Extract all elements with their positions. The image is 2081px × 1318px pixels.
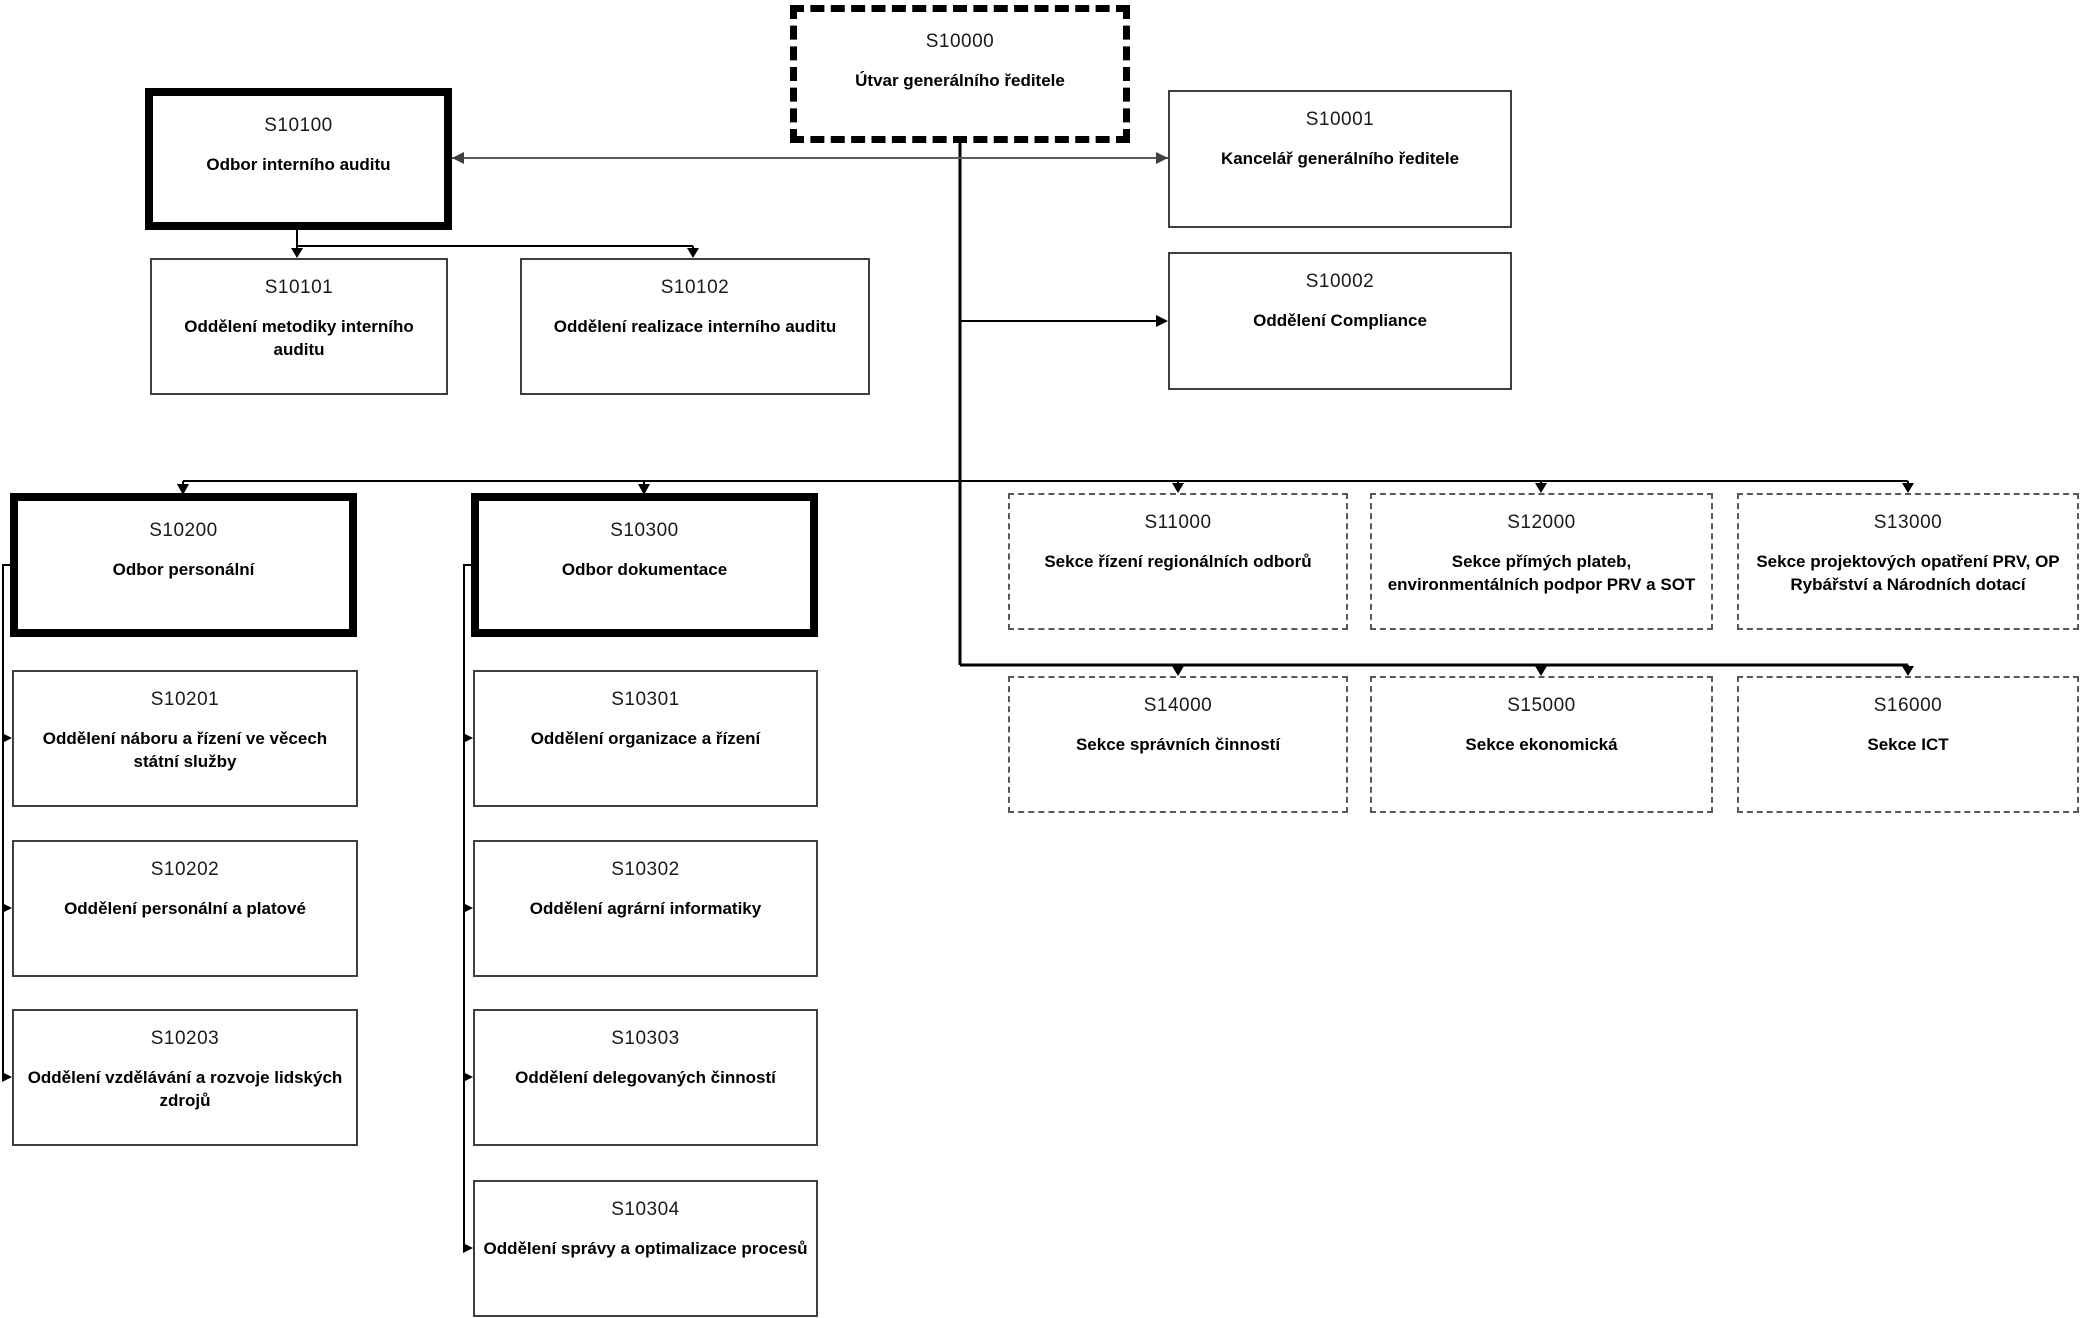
- org-label: Kancelář generálního ředitele: [1220, 149, 1460, 168]
- org-box-S10200: S10200 Odbor personální: [10, 493, 357, 637]
- org-label: Oddělení realizace interního auditu: [553, 317, 837, 336]
- org-code: S10302: [611, 859, 680, 880]
- arrow-down-icon: [1172, 483, 1184, 493]
- org-label: Sekce řízení regionálních odborů: [1044, 552, 1312, 571]
- org-label: Sekce ekonomická: [1465, 735, 1618, 754]
- org-box-S12000: S12000 Sekce přímých plateb, environment…: [1370, 493, 1713, 630]
- arrow-right-icon: [2, 1072, 12, 1082]
- org-code: S10000: [925, 31, 995, 52]
- org-box-S10000: S10000 Útvar generálního ředitele: [790, 5, 1130, 143]
- org-box-S13000: S13000 Sekce projektových opatření PRV, …: [1737, 493, 2079, 630]
- arrow-down-icon: [638, 484, 650, 495]
- org-code: S10300: [610, 520, 679, 541]
- org-label: Útvar generálního ředitele: [855, 71, 1065, 90]
- org-label: Oddělení organizace a řízení: [530, 729, 761, 748]
- org-code: S10102: [660, 277, 730, 298]
- arrow-down-icon: [291, 248, 303, 258]
- org-label: Oddělení vzdělávání a rozvoje lidských z…: [27, 1068, 343, 1110]
- org-label: Sekce projektových opatření PRV, OP Rybá…: [1756, 552, 2060, 594]
- org-box-S10102: S10102 Oddělení realizace interního audi…: [520, 258, 870, 395]
- org-code: S10301: [611, 689, 680, 710]
- org-box-S11000: S11000 Sekce řízení regionálních odborů: [1008, 493, 1348, 630]
- org-label: Sekce ICT: [1867, 735, 1949, 754]
- org-box-S10203: S10203 Oddělení vzdělávání a rozvoje lid…: [12, 1009, 358, 1146]
- org-code: S10200: [149, 520, 218, 541]
- arrow-right-icon: [2, 733, 12, 743]
- arrow-right-icon: [2, 903, 12, 913]
- org-code: S10303: [611, 1028, 680, 1049]
- org-code: S12000: [1507, 512, 1576, 533]
- arrow-right-icon: [463, 903, 473, 913]
- org-label: Oddělení personální a platové: [64, 899, 306, 918]
- org-label: Oddělení agrární informatiky: [529, 899, 762, 918]
- org-box-S10302: S10302 Oddělení agrární informatiky: [473, 840, 818, 977]
- org-box-S14000: S14000 Sekce správních činností: [1008, 676, 1348, 813]
- org-label: Oddělení správy a optimalizace procesů: [483, 1239, 808, 1258]
- org-code: S15000: [1507, 695, 1576, 716]
- org-label: Oddělení metodiky interního auditu: [184, 317, 414, 359]
- org-label: Odbor dokumentace: [561, 560, 728, 579]
- org-code: S13000: [1873, 512, 1943, 533]
- org-label: Oddělení Compliance: [1253, 311, 1427, 330]
- org-box-S16000: S16000 Sekce ICT: [1737, 676, 2079, 813]
- org-box-S15000: S15000 Sekce ekonomická: [1370, 676, 1713, 813]
- link-s10200-children: [2, 564, 10, 1077]
- org-code: S11000: [1144, 512, 1212, 533]
- arrow-left-icon: [452, 152, 464, 164]
- org-code: S10002: [1305, 271, 1375, 292]
- org-code: S14000: [1143, 695, 1213, 716]
- arrow-right-icon: [463, 1243, 473, 1253]
- org-code: S16000: [1873, 695, 1943, 716]
- org-code: S10201: [150, 689, 220, 710]
- arrow-down-icon: [1902, 666, 1914, 676]
- link-audit-children: [296, 228, 694, 249]
- org-label: Odbor personální: [112, 560, 255, 579]
- org-box-S10002: S10002 Oddělení Compliance: [1168, 252, 1512, 390]
- org-box-S10303: S10303 Oddělení delegovaných činností: [473, 1009, 818, 1146]
- org-code: S10100: [264, 115, 333, 136]
- org-box-S10202: S10202 Oddělení personální a platové: [12, 840, 358, 977]
- arrow-down-icon: [1535, 483, 1547, 493]
- org-code: S10101: [264, 277, 334, 298]
- org-code: S10203: [150, 1028, 220, 1049]
- org-code: S10202: [150, 859, 220, 880]
- arrow-down-icon: [177, 484, 189, 495]
- arrow-right-icon: [1156, 152, 1168, 164]
- arrow-down-icon: [1172, 666, 1184, 676]
- org-box-S10304: S10304 Oddělení správy a optimalizace pr…: [473, 1180, 818, 1317]
- org-box-S10100: S10100 Odbor interního auditu: [145, 88, 452, 230]
- org-box-S10301: S10301 Oddělení organizace a řízení: [473, 670, 818, 807]
- arrow-right-icon: [463, 1072, 473, 1082]
- arrow-down-icon: [1902, 483, 1914, 493]
- arrow-right-icon: [1156, 315, 1168, 327]
- arrow-down-icon: [1535, 666, 1547, 676]
- org-box-S10101: S10101 Oddělení metodiky interního audit…: [150, 258, 448, 395]
- org-code: S10001: [1305, 109, 1375, 130]
- org-box-S10001: S10001 Kancelář generálního ředitele: [1168, 90, 1512, 228]
- org-label: Sekce správních činností: [1075, 735, 1281, 754]
- org-code: S10304: [611, 1199, 680, 1220]
- link-s10300-children: [463, 564, 471, 1248]
- arrow-down-icon: [687, 248, 699, 258]
- org-box-S10300: S10300 Odbor dokumentace: [471, 493, 818, 637]
- arrow-right-icon: [463, 733, 473, 743]
- org-label: Oddělení náboru a řízení ve věcech státn…: [42, 729, 328, 771]
- org-label: Sekce přímých plateb, environmentálních …: [1387, 552, 1696, 594]
- org-box-S10201: S10201 Oddělení náboru a řízení ve věcec…: [12, 670, 358, 807]
- org-label: Oddělení delegovaných činností: [515, 1068, 776, 1087]
- org-label: Odbor interního auditu: [206, 155, 391, 174]
